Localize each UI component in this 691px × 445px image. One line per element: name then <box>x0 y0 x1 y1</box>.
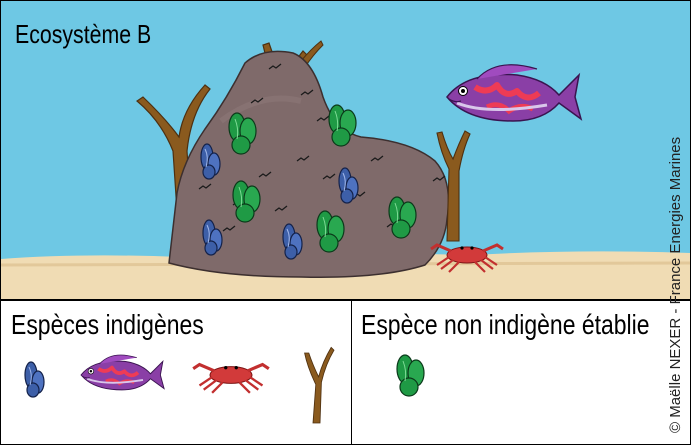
crab-icon <box>193 365 269 393</box>
native-species-icons <box>1 341 351 441</box>
non-native-species-icons <box>353 341 653 441</box>
green-mussel-icon <box>397 355 424 396</box>
non-native-species-title: Espèce non indigène établie <box>361 309 650 341</box>
legend-divider <box>351 301 352 444</box>
fish-icon <box>81 355 164 390</box>
native-species-title: Espèces indigènes <box>11 309 204 341</box>
photo-credit: © Maëlle NEXER - France Energies Marines <box>667 137 684 433</box>
seaweed-icon <box>305 347 334 423</box>
mussel-icon <box>25 362 44 397</box>
scene-title: Ecosystème B <box>15 19 151 50</box>
